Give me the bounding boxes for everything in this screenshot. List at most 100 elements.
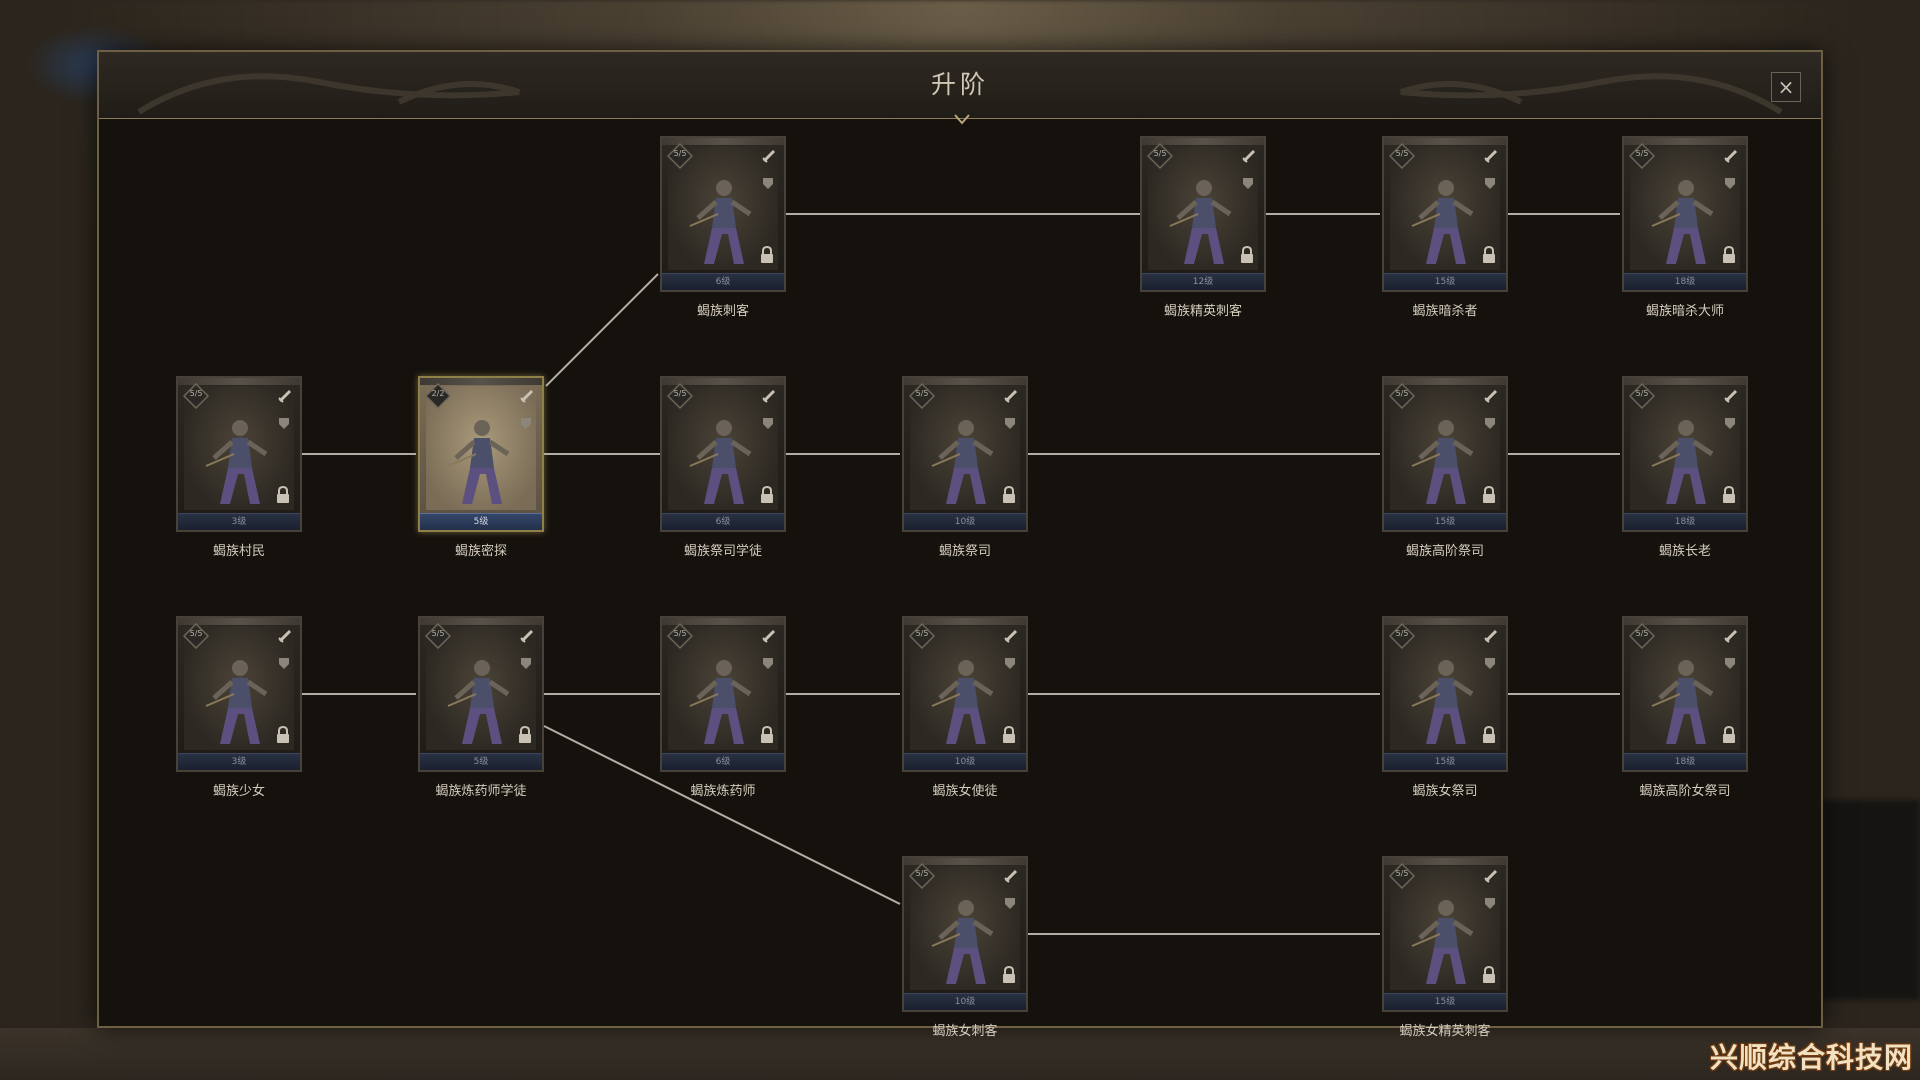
sword-icon (1724, 149, 1738, 163)
card-top-strip (1142, 138, 1264, 145)
dialog-header: 升阶 × (99, 52, 1821, 125)
unit-figure-icon (1411, 420, 1474, 504)
card-top-strip (904, 378, 1026, 385)
unit-card-alchemist-apprentice[interactable]: 5/5 5级 (418, 616, 544, 772)
card-top-strip (1624, 618, 1746, 625)
unit-name-priest-apprentice: 蝎族祭司学徒 (683, 544, 762, 559)
unit-card-villager[interactable]: 5/5 3级 (176, 376, 302, 532)
lock-icon (277, 726, 289, 743)
unit-count: 5/5 (673, 389, 687, 398)
unit-card-assassin-master[interactable]: 5/5 18级 (1622, 136, 1748, 292)
sword-icon (1484, 149, 1498, 163)
count-badge-icon (183, 383, 209, 409)
unit-figure-icon (931, 900, 994, 984)
unit-name-female-apostle: 蝎族女使徒 (932, 784, 998, 799)
unit-level: 18级 (1674, 757, 1696, 767)
card-top-strip (1384, 378, 1506, 385)
unit-card-female-assassin[interactable]: 5/5 10级 (902, 856, 1028, 1012)
unit-card-female-apostle[interactable]: 5/5 10级 (902, 616, 1028, 772)
count-badge-icon (1629, 383, 1655, 409)
unit-portrait (1630, 146, 1740, 270)
unit-level: 10级 (954, 517, 976, 527)
armor-icon (1725, 658, 1735, 669)
unit-card-assassin[interactable]: 5/5 6级 (660, 136, 786, 292)
count-badge-icon (425, 383, 451, 409)
lock-icon (1003, 966, 1015, 983)
unit-figure-icon (689, 420, 752, 504)
unit-portrait (426, 386, 536, 510)
level-band (420, 753, 542, 770)
level-band (420, 513, 542, 530)
lock-icon (1003, 486, 1015, 503)
blurred-bottom-bar (0, 1028, 1920, 1080)
unit-portrait (910, 866, 1020, 990)
unit-card-girl[interactable]: 5/5 3级 (176, 616, 302, 772)
armor-icon (763, 178, 773, 189)
level-band (1142, 273, 1264, 290)
unit-card-female-elite-assassin[interactable]: 5/5 15级 (1382, 856, 1508, 1012)
sword-icon (520, 629, 534, 643)
unit-figure-icon (1411, 900, 1474, 984)
unit-portrait (426, 626, 536, 750)
lock-icon (519, 726, 531, 743)
armor-icon (1485, 418, 1495, 429)
sword-icon (1724, 629, 1738, 643)
armor-icon (1485, 178, 1495, 189)
level-band (1624, 753, 1746, 770)
level-band (904, 753, 1026, 770)
unit-count: 5/5 (915, 389, 929, 398)
dialog-title: 升阶 (930, 70, 989, 99)
card-top-strip (1624, 138, 1746, 145)
sword-icon (520, 389, 534, 403)
card-top-strip (1384, 858, 1506, 865)
header-ornament (137, 73, 1783, 115)
unit-portrait (1630, 386, 1740, 510)
count-badge-icon (909, 863, 935, 889)
unit-count: 5/5 (1635, 629, 1649, 638)
unit-level: 6级 (715, 517, 731, 527)
count-badge-icon (1389, 863, 1415, 889)
site-watermark: 兴顺综合科技网 (1710, 1041, 1914, 1074)
close-button[interactable]: × (1771, 72, 1801, 102)
card-top-strip (662, 618, 784, 625)
unit-card-elite-assassin[interactable]: 5/5 12级 (1140, 136, 1266, 292)
card-top-strip (420, 618, 542, 625)
unit-level: 3级 (231, 757, 247, 767)
lock-icon (1483, 486, 1495, 503)
unit-name-elite-assassin: 蝎族精英刺客 (1163, 304, 1242, 319)
sword-icon (1484, 389, 1498, 403)
card-top-strip (1384, 618, 1506, 625)
card-top-strip (1624, 378, 1746, 385)
unit-card-dark-killer[interactable]: 5/5 15级 (1382, 136, 1508, 292)
level-band (1384, 273, 1506, 290)
level-band (1384, 993, 1506, 1010)
unit-card-priest-apprentice[interactable]: 5/5 6级 (660, 376, 786, 532)
sword-icon (762, 629, 776, 643)
armor-icon (279, 658, 289, 669)
unit-portrait (184, 626, 294, 750)
level-band (662, 513, 784, 530)
level-band (178, 513, 300, 530)
unit-name-elder: 蝎族长老 (1658, 544, 1711, 559)
level-band (178, 753, 300, 770)
unit-card-priest[interactable]: 5/5 10级 (902, 376, 1028, 532)
unit-card-female-high-priest[interactable]: 5/5 18级 (1622, 616, 1748, 772)
unit-figure-icon (1651, 180, 1714, 264)
unit-count: 5/5 (431, 629, 445, 638)
header-notch-icon (954, 114, 970, 125)
level-band (1624, 513, 1746, 530)
sword-icon (1484, 629, 1498, 643)
unit-card-female-priest[interactable]: 5/5 15级 (1382, 616, 1508, 772)
unit-level: 6级 (715, 277, 731, 287)
unit-card-elder[interactable]: 5/5 18级 (1622, 376, 1748, 532)
unit-card-spy[interactable]: 2/2 5级 (418, 376, 544, 532)
sword-icon (1004, 389, 1018, 403)
unit-level: 5级 (473, 757, 489, 767)
unit-count: 5/5 (1395, 629, 1409, 638)
unit-level: 10级 (954, 757, 976, 767)
level-band (1384, 753, 1506, 770)
unit-card-high-priest[interactable]: 5/5 15级 (1382, 376, 1508, 532)
unit-card-alchemist[interactable]: 5/5 6级 (660, 616, 786, 772)
level-band (1624, 273, 1746, 290)
lock-icon (1241, 246, 1253, 263)
